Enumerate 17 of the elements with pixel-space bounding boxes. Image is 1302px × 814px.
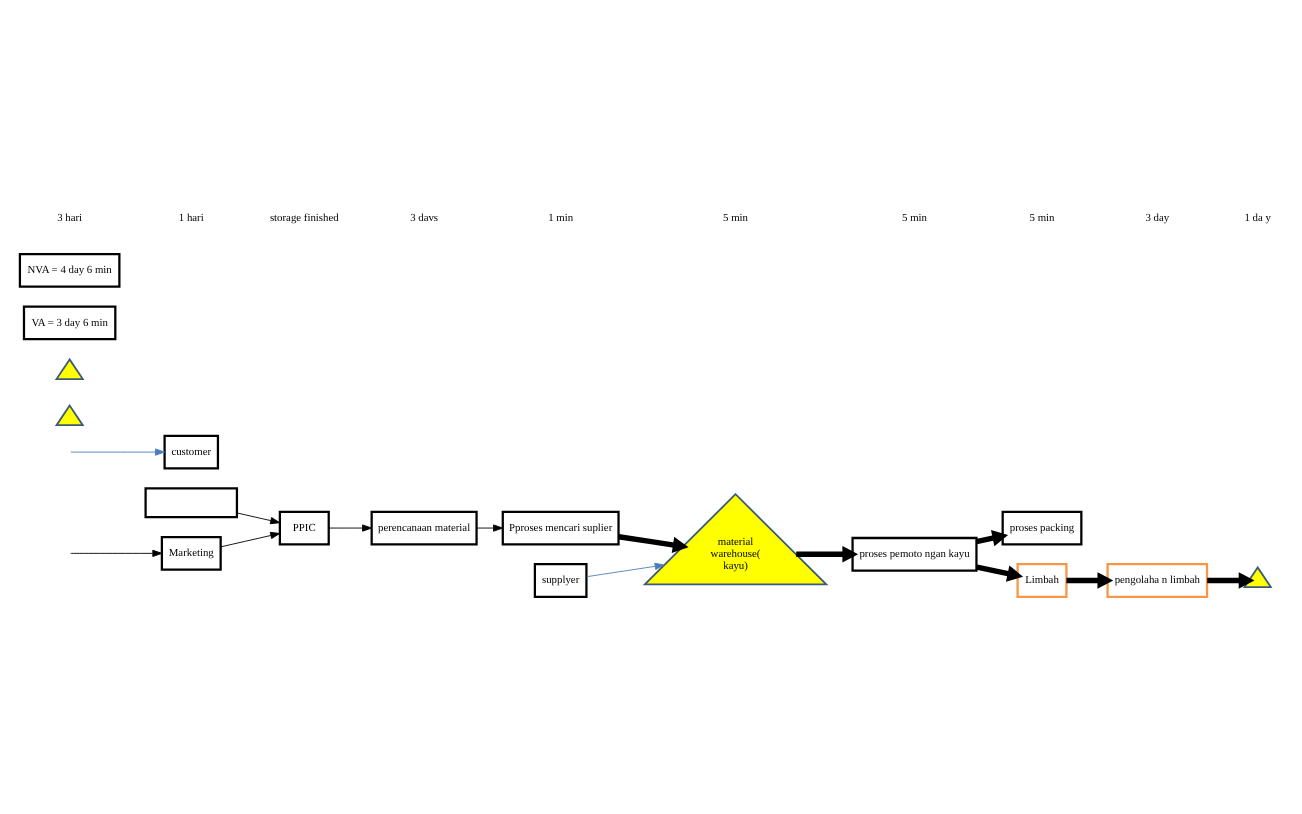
arrow xyxy=(220,530,281,547)
arrow xyxy=(796,545,859,562)
arrow xyxy=(618,533,689,553)
arrow xyxy=(236,511,281,524)
node-triangle xyxy=(54,356,85,379)
arrow xyxy=(976,529,1009,546)
node-triangle xyxy=(54,402,85,426)
arrow xyxy=(586,561,665,577)
arrow xyxy=(328,523,373,531)
arrow xyxy=(1207,571,1255,588)
arrow xyxy=(1066,571,1114,588)
arrow xyxy=(476,523,504,531)
node-triangle xyxy=(1242,564,1273,587)
arrow xyxy=(70,447,165,455)
arrow xyxy=(976,563,1024,581)
node-box xyxy=(144,486,239,518)
arrow xyxy=(70,548,163,556)
